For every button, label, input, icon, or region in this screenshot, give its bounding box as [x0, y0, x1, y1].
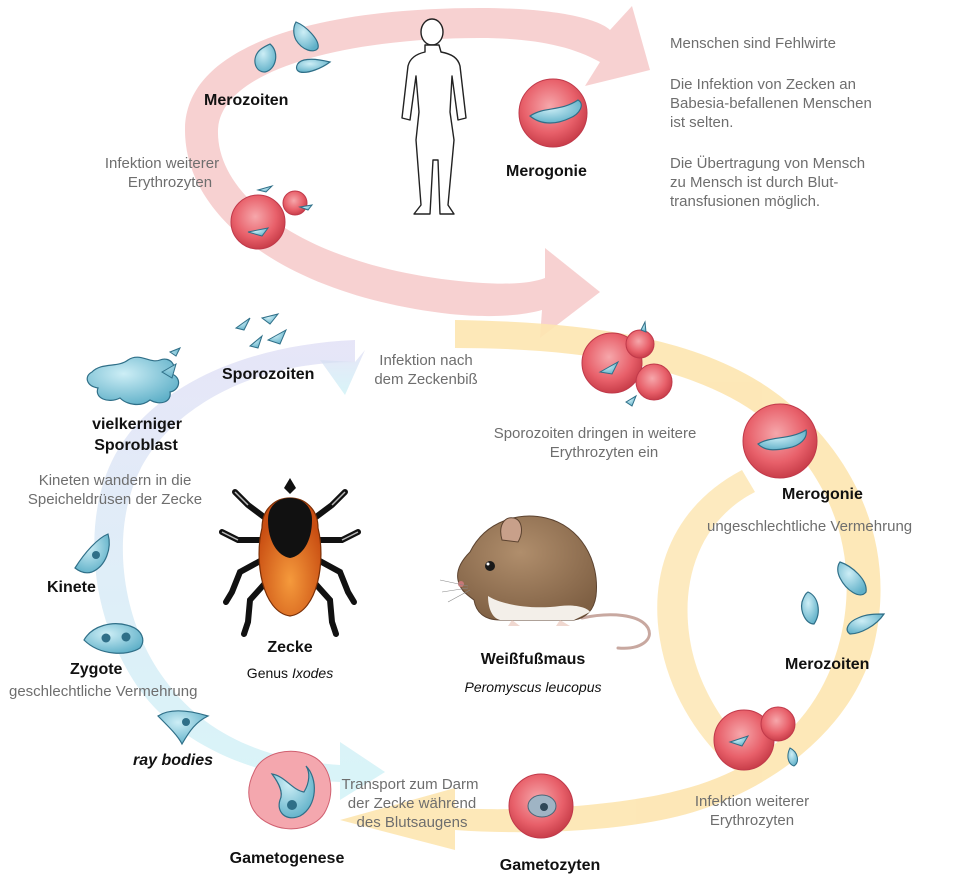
- mouse-illustration: [439, 515, 651, 650]
- mouse-merozoiten-label: Merozoiten: [785, 656, 870, 673]
- transport-line3: des Blutsaugens: [356, 814, 468, 831]
- human-figure: [401, 18, 467, 215]
- maus-species: Peromyscus leucopus: [464, 679, 602, 695]
- transport-line2: der Zecke während: [347, 795, 477, 812]
- zecke-genus-prefix: Genus: [246, 665, 289, 681]
- zecke-genus-name: Ixodes: [291, 665, 334, 681]
- zecke-genus: Genus Ixodes: [247, 665, 333, 681]
- ungeschlechtliche-vermehrung-label: ungeschlechtliche Vermehrung: [707, 518, 913, 535]
- zygote: [83, 623, 144, 654]
- human-info-para3-line3: transfusionen möglich.: [670, 193, 821, 210]
- human-infektion-line1: Infektion weiterer: [104, 155, 220, 172]
- human-cycle-arrow: [185, 6, 650, 338]
- mouse-infection-cells: [581, 320, 673, 407]
- ray-bodies: [157, 710, 210, 746]
- sporozoiten-label: Sporozoiten: [222, 366, 315, 383]
- infektion-biss-line2: dem Zeckenbiß: [374, 371, 478, 388]
- human-info-line1: Menschen sind Fehlwirte: [670, 35, 836, 52]
- human-info-para3-line2: zu Mensch ist durch Blut-: [670, 174, 839, 191]
- human-info-para2-line1: Die Infektion von Zecken an: [670, 76, 856, 93]
- mouse-merogonie-cell: [742, 403, 818, 479]
- sporoblast-line1: vielkerniger: [92, 416, 182, 433]
- human-merogonie-cell: [518, 78, 588, 148]
- mouse-infektion-line1: Infektion weiterer: [694, 793, 810, 810]
- mouse-infektion-line2: Erythrozyten: [709, 812, 795, 829]
- kineten-wandern-line1: Kineten wandern in die: [38, 472, 192, 489]
- human-merozoites: [254, 21, 332, 73]
- ray-bodies-label: ray bodies: [133, 752, 214, 769]
- kinete: [74, 533, 110, 574]
- sporozoiten-dringen-line1: Sporozoiten dringen in weitere: [493, 425, 697, 442]
- mouse-second-infection-cells: [713, 706, 798, 771]
- zygote-label: Zygote: [70, 661, 123, 678]
- sporoblast-line2: Sporoblast: [94, 437, 178, 454]
- transport-line1: Transport zum Darm: [341, 776, 479, 793]
- gametogenese-label: Gametogenese: [229, 850, 345, 867]
- mouse-cycle-arrow: [340, 320, 881, 850]
- human-merozoiten-label: Merozoiten: [204, 92, 289, 109]
- tick-illustration: [219, 478, 361, 637]
- sporozoiten-dringen-line2: Erythrozyten ein: [549, 444, 659, 461]
- human-info-para2-line2: Babesia-befallenen Menschen: [670, 95, 872, 112]
- gametozyten-cell: [508, 773, 574, 839]
- gametogenese-cell: [248, 750, 332, 830]
- human-merogonie-label: Merogonie: [506, 163, 587, 180]
- human-info-para2-line3: ist selten.: [670, 114, 734, 131]
- gametozyten-label: Gametozyten: [499, 857, 601, 874]
- infektion-biss-line1: Infektion nach: [379, 352, 473, 369]
- mouse-merozoites: [801, 561, 886, 635]
- human-infektion-line2: Erythrozyten: [127, 174, 213, 191]
- sporoblast: [86, 347, 182, 406]
- human-infection-cells: [230, 184, 314, 250]
- sporozoites: [234, 313, 288, 349]
- geschlechtliche-vermehrung-label: geschlechtliche Vermehrung: [9, 683, 198, 700]
- kinete-label: Kinete: [47, 579, 96, 596]
- mouse-merogonie-label: Merogonie: [782, 486, 863, 503]
- human-info-para3-line1: Die Übertragung von Mensch: [670, 155, 866, 172]
- tick-cycle-arrow: [94, 340, 385, 800]
- kineten-wandern-line2: Speicheldrüsen der Zecke: [27, 491, 203, 508]
- zecke-label: Zecke: [267, 639, 313, 656]
- maus-label: Weißfußmaus: [480, 651, 586, 668]
